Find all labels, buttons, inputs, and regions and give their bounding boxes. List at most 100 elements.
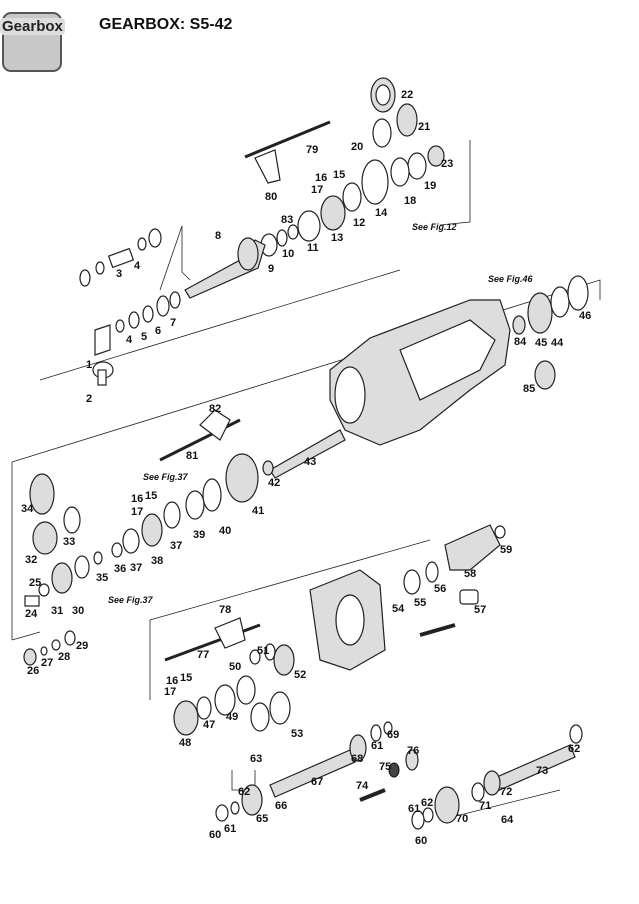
part-label: 34 (21, 503, 34, 515)
upper-gear-group (184, 77, 445, 299)
part-label: 45 (535, 337, 547, 349)
part-label: 35 (96, 572, 108, 584)
part-label: 62 (238, 786, 250, 798)
part-label: 70 (456, 813, 468, 825)
logo-text: Gearbox (0, 18, 65, 35)
part-label: 11 (307, 242, 319, 254)
part-label: 84 (514, 336, 527, 348)
part-label: 15 (333, 169, 345, 181)
part-label: 21 (418, 121, 430, 133)
part-label: 17 (131, 506, 143, 518)
part-label: 4 (126, 334, 133, 346)
part-label: 61 (408, 803, 420, 815)
part-label: 15 (145, 490, 157, 502)
part-label: 69 (387, 729, 399, 741)
part-label: 47 (203, 719, 215, 731)
part-label: 74 (356, 780, 369, 792)
part-label: 26 (27, 665, 39, 677)
part-label: 68 (351, 753, 363, 765)
part-label: 53 (291, 728, 303, 740)
part-label: 62 (568, 743, 580, 755)
part-label: 33 (63, 536, 75, 548)
part-label: 13 (331, 232, 343, 244)
part-label: 82 (209, 403, 221, 415)
countershaft-group (24, 409, 346, 607)
part-label: 17 (164, 686, 176, 698)
part-label: 17 (311, 184, 323, 196)
part-label: 57 (474, 604, 486, 616)
part-label: 48 (179, 737, 191, 749)
part-label: 39 (193, 529, 205, 541)
part-label: 15 (180, 672, 192, 684)
part-label: 72 (500, 786, 512, 798)
part-label: 38 (151, 555, 163, 567)
part-label: 44 (551, 337, 564, 349)
part-label: 37 (170, 540, 182, 552)
output-shaft-group (215, 721, 583, 830)
part-label: 10 (282, 248, 294, 260)
part-label: 60 (209, 829, 221, 841)
part-label: 4 (134, 260, 141, 272)
part-label: 67 (311, 776, 323, 788)
guide-lines (11, 140, 601, 821)
part-label: 58 (464, 568, 476, 580)
part-label: 77 (197, 649, 209, 661)
part-label: 78 (219, 604, 231, 616)
part-label: 54 (392, 603, 405, 615)
part-label: 25 (29, 577, 41, 589)
part-label: 8 (215, 230, 221, 242)
part-label: 81 (186, 450, 198, 462)
part-label: 60 (415, 835, 427, 847)
input-parts (79, 228, 181, 386)
rear-gear-group (512, 275, 589, 390)
part-label: 51 (257, 645, 269, 657)
reference-note: See Fig.37 (108, 595, 154, 605)
part-label: 20 (351, 141, 363, 153)
rear-housing (309, 524, 506, 671)
part-label: 76 (407, 745, 419, 757)
gearbox-housing (329, 299, 511, 446)
part-label: 56 (434, 583, 446, 595)
part-label: 43 (304, 456, 316, 468)
part-label: 73 (536, 765, 548, 777)
part-label: 1 (86, 359, 92, 371)
part-label: 59 (500, 544, 512, 556)
part-label: 37 (130, 562, 142, 574)
part-label: 14 (375, 207, 388, 219)
part-label: 75 (379, 761, 391, 773)
reference-note: See Fig.37 (143, 472, 189, 482)
part-label: 46 (579, 310, 591, 322)
part-label: 55 (414, 597, 426, 609)
gearbox-logo: Gearbox (0, 0, 78, 72)
part-label: 50 (229, 661, 241, 673)
part-label: 79 (306, 144, 318, 156)
part-label: 5 (141, 331, 147, 343)
part-label: 49 (226, 711, 238, 723)
part-label: 71 (479, 800, 491, 812)
part-label: 42 (268, 477, 280, 489)
part-label: 83 (281, 214, 293, 226)
part-label: 36 (114, 563, 126, 575)
part-label: 24 (25, 608, 38, 620)
part-label: 41 (252, 505, 264, 517)
part-label: 2 (86, 393, 92, 405)
part-label: 18 (404, 195, 416, 207)
part-label: 65 (256, 813, 268, 825)
part-label: 32 (25, 554, 37, 566)
part-label: 19 (424, 180, 436, 192)
part-label: 61 (224, 823, 236, 835)
part-label: 30 (72, 605, 84, 617)
reference-note: See Fig.46 (488, 274, 534, 284)
selector-group (23, 617, 295, 736)
part-label: 40 (219, 525, 231, 537)
part-label: 62 (421, 797, 433, 809)
part-label: 22 (401, 89, 413, 101)
part-label: 28 (58, 651, 70, 663)
part-label: 61 (371, 740, 383, 752)
part-label: 12 (353, 217, 365, 229)
part-labels: 22 21 20 79 23 16 15 17 19 18 80 14 12 8… (21, 89, 591, 847)
part-label: 29 (76, 640, 88, 652)
part-label: 27 (41, 657, 53, 669)
part-label: 7 (170, 317, 176, 329)
